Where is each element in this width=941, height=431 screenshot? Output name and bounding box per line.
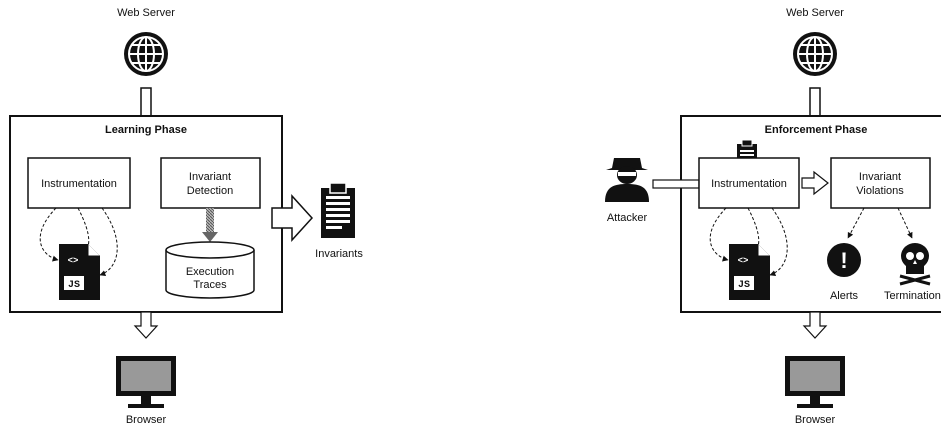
enforcement-diagram: Web Server Enforcement Phase Attacker [605,7,941,426]
output-arrow [271,194,314,242]
violations-arrow [801,170,829,196]
invariant-violations-box [830,157,931,209]
execution-traces-label-2: Traces [193,279,227,291]
js-file-icon: <> JS [59,244,100,300]
execution-traces-label-1: Execution [186,266,234,278]
invariants-label: Invariants [315,248,363,260]
instrumentation-box [27,157,131,209]
server-connector [809,87,821,117]
invariant-violations-label-1: Invariant [859,171,901,183]
dashed-arrow-to-js [39,207,59,262]
learning-phase-title: Learning Phase [105,124,187,136]
dashed-arrow-to-alerts [847,207,865,239]
dashed-arrow-to-js [709,207,729,262]
browser-arrow [802,311,828,339]
dashed-arrow-to-js-2 [769,207,788,277]
globe-icon [793,32,837,76]
browser-arrow [133,311,159,339]
browser-label: Browser [795,414,836,426]
alert-symbol: ! [840,248,847,273]
monitor-icon [116,356,176,408]
instrumentation-label: Instrumentation [711,178,787,190]
js-label: JS [68,280,80,291]
attacker-label: Attacker [607,212,648,224]
invariant-detection-label-2: Detection [187,185,233,197]
skull-icon [899,243,931,286]
invariant-detection-box [160,157,261,209]
instrumentation-label: Instrumentation [41,178,117,190]
web-server-label: Web Server [786,7,844,19]
termination-label: Termination [884,290,941,302]
attacker-icon [605,158,649,202]
code-glyph: <> [68,256,79,266]
instrumentation-box [698,157,800,209]
clipboard-icon [321,182,355,238]
enforcement-phase-title: Enforcement Phase [765,124,868,136]
alert-icon: ! [827,243,861,277]
invariant-detection-label-1: Invariant [189,171,231,183]
web-server-label: Web Server [117,7,175,19]
server-connector [140,87,152,117]
dashed-arrow-to-js-2 [99,207,118,277]
hatched-arrow [202,208,218,242]
alerts-label: Alerts [830,290,859,302]
learning-diagram: Web Server Learning Phase Instrumentatio… [9,7,363,426]
js-label: JS [738,280,750,291]
invariant-violations-label-2: Violations [856,185,904,197]
monitor-icon [785,356,845,408]
dashed-arrow-to-termination [897,207,913,239]
browser-label: Browser [126,414,167,426]
enforcement-phase-box [680,115,941,313]
code-glyph: <> [738,256,749,266]
execution-traces-database: Execution Traces [165,241,255,299]
globe-icon [124,32,168,76]
js-file-icon: <> JS [729,244,770,300]
attacker-connector [652,179,700,189]
